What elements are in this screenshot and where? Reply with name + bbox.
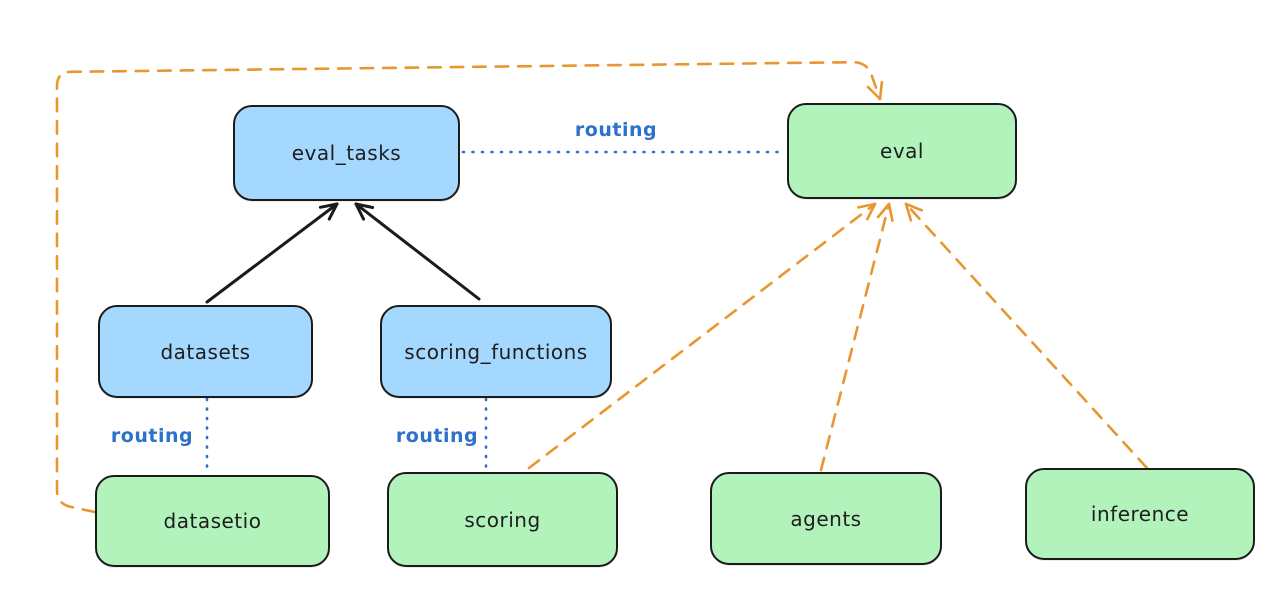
- node-label-inference: inference: [1090, 502, 1190, 526]
- node-agents[interactable]: agents: [710, 472, 942, 565]
- node-datasets[interactable]: datasets: [98, 305, 313, 398]
- node-scoring[interactable]: scoring: [387, 472, 618, 567]
- node-label-scoring-functions: scoring_functions: [404, 339, 588, 364]
- edge-agents-eval[interactable]: [819, 202, 891, 472]
- edge-inference-eval-arrowhead-1: [904, 202, 913, 222]
- edge-datasets-eval_tasks[interactable]: [205, 202, 339, 304]
- node-label-datasets: datasets: [160, 339, 251, 364]
- node-label-eval-tasks: eval_tasks: [291, 141, 402, 165]
- node-label-scoring: scoring: [464, 507, 541, 532]
- edge-agents-eval-arrowhead-1: [876, 202, 891, 219]
- edge-scoring_functions-eval_tasks-arrowhead-1: [354, 202, 366, 221]
- edge-datasetio-eval-arrowhead-0: [866, 85, 882, 101]
- edge-scoring_functions-eval_tasks[interactable]: [354, 202, 481, 301]
- edge-scoring-eval-arrowhead-0: [866, 202, 877, 221]
- edge-datasets-eval_tasks-arrowhead-1: [318, 202, 339, 209]
- edge-label-routing-scoring-functions-scoring: routing: [395, 425, 479, 447]
- edge-datasetio-eval-arrowhead-1: [878, 80, 884, 101]
- edge-inference-eval-arrowhead-0: [904, 202, 924, 212]
- node-label-agents: agents: [790, 506, 862, 531]
- node-datasetio[interactable]: datasetio: [95, 475, 330, 567]
- node-label-eval: eval: [880, 139, 924, 163]
- edge-inference-eval[interactable]: [904, 202, 1149, 470]
- edge-scoring-eval[interactable]: [527, 202, 877, 470]
- edge-label-routing-eval-tasks-eval: routing: [574, 119, 658, 141]
- node-scoring-functions[interactable]: scoring_functions: [380, 305, 612, 398]
- node-label-datasetio: datasetio: [163, 509, 262, 533]
- edge-datasetio-eval[interactable]: [55, 60, 882, 514]
- edge-label-routing-datasets-datasetio: routing: [110, 425, 194, 447]
- node-eval[interactable]: eval: [787, 103, 1017, 199]
- edge-agents-eval-arrowhead-0: [887, 202, 894, 222]
- edge-datasets-eval_tasks-arrowhead-0: [327, 202, 339, 221]
- edge-scoring_functions-eval_tasks-arrowhead-0: [354, 202, 375, 210]
- edge-scoring-eval-arrowhead-1: [857, 202, 877, 209]
- node-inference[interactable]: inference: [1025, 468, 1255, 560]
- node-eval-tasks[interactable]: eval_tasks: [233, 105, 460, 201]
